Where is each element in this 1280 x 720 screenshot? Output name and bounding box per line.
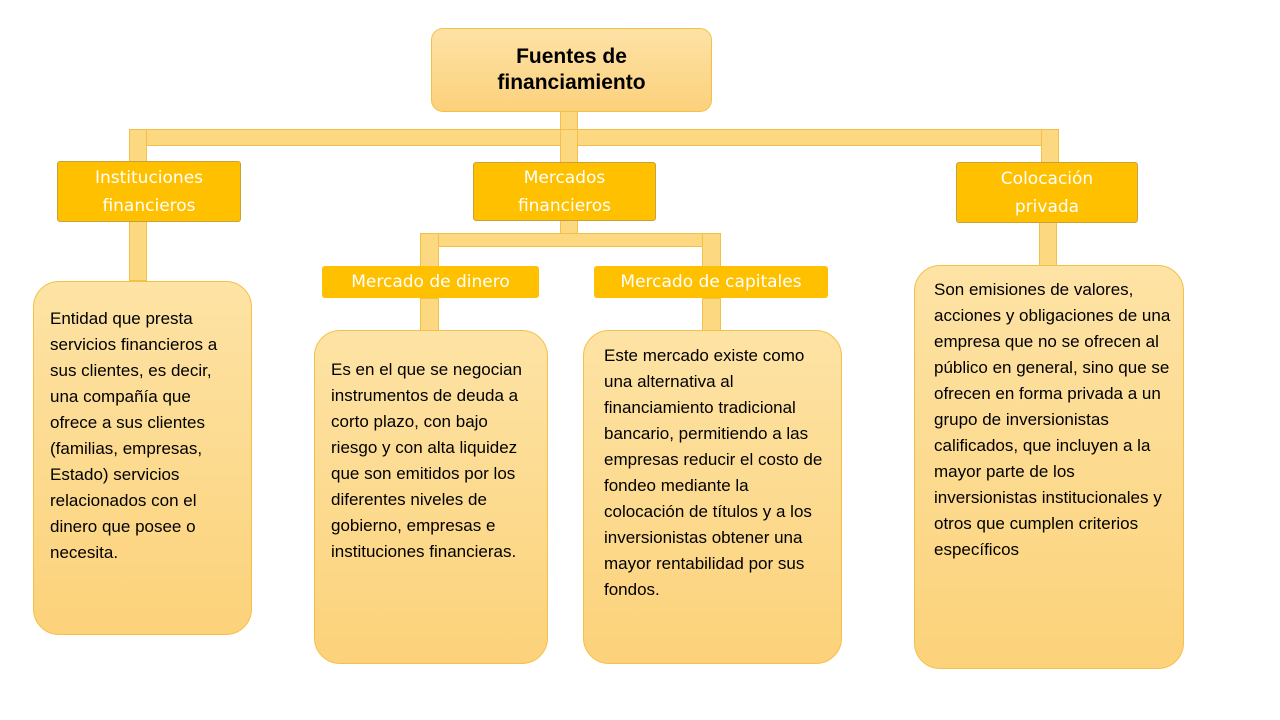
category-mercados-label: Mercados financieros: [517, 167, 612, 216]
connector-capital-down: [702, 298, 721, 331]
root-node: Fuentes de financiamiento: [431, 28, 712, 112]
category-mercados: Mercados financieros: [473, 162, 656, 221]
subcategory-mercado-capitales-label: Mercado de capitales: [620, 272, 802, 292]
connector-money-down: [420, 298, 439, 331]
root-title: Fuentes de financiamiento: [497, 45, 646, 94]
connector-capital-drop: [702, 233, 721, 267]
description-colocacion-text: Son emisiones de valores, acciones y obl…: [934, 280, 1171, 559]
subcategory-mercado-dinero: Mercado de dinero: [322, 266, 539, 298]
connector-top-bar: [129, 129, 1059, 146]
subcategory-mercado-dinero-label: Mercado de dinero: [351, 272, 510, 292]
connector-right-drop: [1041, 129, 1059, 164]
description-mercado-capitales-text: Este mercado existe como una alternativa…: [604, 346, 823, 599]
description-mercado-capitales: Este mercado existe como una alternativa…: [583, 330, 842, 664]
category-instituciones: Instituciones financieros: [57, 161, 241, 222]
description-mercado-dinero-text: Es en el que se negocian instrumentos de…: [331, 360, 522, 561]
connector-right-down: [1039, 222, 1057, 266]
category-colocacion: Colocación privada: [956, 162, 1138, 223]
subcategory-mercado-capitales: Mercado de capitales: [594, 266, 828, 298]
description-instituciones-text: Entidad que presta servicios financieros…: [50, 309, 218, 562]
description-colocacion: Son emisiones de valores, acciones y obl…: [914, 265, 1184, 669]
connector-left-drop: [129, 129, 147, 163]
connector-center-drop: [560, 129, 578, 164]
category-colocacion-label: Colocación privada: [1000, 168, 1094, 217]
connector-root-down: [560, 111, 578, 131]
connector-left-down: [129, 221, 147, 281]
description-instituciones: Entidad que presta servicios financieros…: [33, 281, 252, 635]
description-mercado-dinero: Es en el que se negocian instrumentos de…: [314, 330, 548, 664]
connector-money-drop: [420, 233, 439, 267]
category-instituciones-label: Instituciones financieros: [94, 167, 204, 216]
connector-mid-bar: [420, 233, 721, 247]
